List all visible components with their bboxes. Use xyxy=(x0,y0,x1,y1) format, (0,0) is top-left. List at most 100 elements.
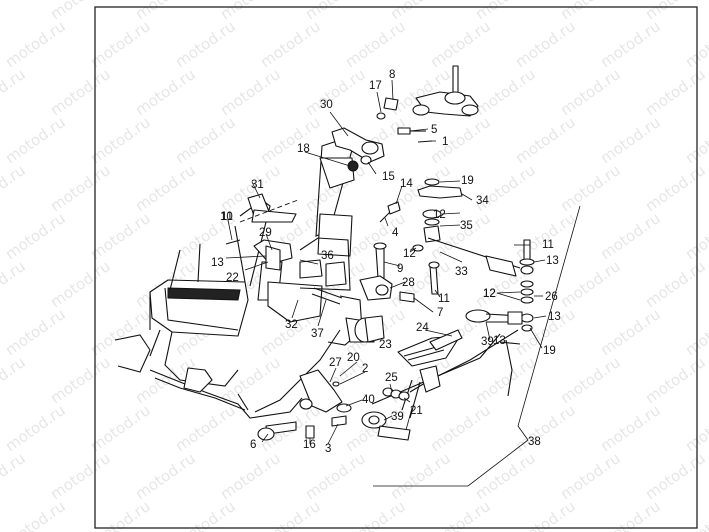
callout-3: 3 xyxy=(325,443,331,455)
watermark-text: motod.ru xyxy=(0,449,29,503)
callout-8: 8 xyxy=(389,69,395,81)
callout-25: 25 xyxy=(385,372,398,384)
watermark-text: motod.ru xyxy=(557,65,624,119)
watermark-text: motod.ru xyxy=(597,17,664,71)
callout-7: 7 xyxy=(437,307,443,319)
callout-22: 22 xyxy=(226,272,239,284)
left-brackets xyxy=(225,193,347,305)
callout-37: 37 xyxy=(311,328,324,340)
watermark-text: motod.ru xyxy=(682,305,709,359)
watermark-text: motod.ru xyxy=(302,65,369,119)
callout-11: 11 xyxy=(221,211,233,223)
watermark-text: motod.ru xyxy=(2,401,69,455)
watermark-text: motod.ru xyxy=(512,401,579,455)
callout-28: 28 xyxy=(402,277,415,289)
callout-12: 12 xyxy=(403,248,416,260)
callout-11: 11 xyxy=(438,293,450,305)
callout-39: 39 xyxy=(481,336,494,348)
callout-13: 13 xyxy=(493,335,506,347)
watermark-text: motod.ru xyxy=(472,161,539,215)
callout-18: 18 xyxy=(297,143,310,155)
callout-19: 19 xyxy=(461,175,474,187)
linkage-assembly xyxy=(331,65,535,405)
callout-40: 40 xyxy=(362,394,375,406)
watermark-text: motod.ru xyxy=(512,113,579,167)
watermark-text: motod.ru xyxy=(47,257,114,311)
watermark-text: motod.ru xyxy=(512,17,579,71)
callout-6: 6 xyxy=(250,439,256,451)
watermark-text: motod.ru xyxy=(87,113,154,167)
watermark-text: motod.ru xyxy=(682,401,709,455)
watermark-text: motod.ru xyxy=(257,17,324,71)
callout-33: 33 xyxy=(455,266,468,278)
watermark-text: motod.ru xyxy=(642,161,709,215)
callout-13: 13 xyxy=(211,257,224,269)
watermark-text: motod.ru xyxy=(87,497,154,532)
callout-14: 14 xyxy=(400,178,413,190)
watermark-text: motod.ru xyxy=(132,449,199,503)
watermark-text: motod.ru xyxy=(87,305,154,359)
callout-23: 23 xyxy=(379,339,392,351)
watermark-text: motod.ru xyxy=(427,17,494,71)
watermark-text: motod.ru xyxy=(172,497,239,532)
watermark-text: motod.ru xyxy=(557,257,624,311)
callout-27: 27 xyxy=(329,357,342,369)
callout-24: 24 xyxy=(416,322,429,334)
watermark-text: motod.ru xyxy=(0,353,29,407)
watermark-text: motod.ru xyxy=(257,113,324,167)
watermark-text: motod.ru xyxy=(2,113,69,167)
watermark-text: motod.ru xyxy=(557,161,624,215)
watermark-text: motod.ru xyxy=(342,17,409,71)
watermark-text: motod.ru xyxy=(642,449,709,503)
watermark-text: motod.ru xyxy=(597,401,664,455)
callout-4: 4 xyxy=(392,227,399,239)
watermark-text: motod.ru xyxy=(172,401,239,455)
watermark-text: motod.ru xyxy=(682,113,709,167)
callout-19: 19 xyxy=(543,345,556,357)
watermark-text: motod.ru xyxy=(387,449,454,503)
callout-36: 36 xyxy=(321,250,334,262)
watermark-text: motod.ru xyxy=(472,353,539,407)
watermark-text: motod.ru xyxy=(682,497,709,532)
callout-12: 12 xyxy=(433,209,446,221)
watermark-text: motod.ru xyxy=(257,497,324,532)
callout-34: 34 xyxy=(476,195,489,207)
callout-2: 2 xyxy=(362,363,368,375)
callout-1: 1 xyxy=(442,136,448,148)
watermark-text: motod.ru xyxy=(2,17,69,71)
watermark-text: motod.ru xyxy=(512,497,579,532)
watermark-text: motod.ru xyxy=(302,449,369,503)
watermark-text: motod.ru xyxy=(47,353,114,407)
callout-15: 15 xyxy=(382,171,395,183)
watermark-text: motod.ru xyxy=(0,161,29,215)
diagram-border xyxy=(94,6,698,529)
watermark-text: motod.ru xyxy=(642,257,709,311)
callout-10: 10 xyxy=(220,211,233,223)
callout-20: 20 xyxy=(347,352,360,364)
watermark-text: motod.ru xyxy=(342,497,409,532)
watermark-text: motod.ru xyxy=(597,497,664,532)
watermark-text: motod.ru xyxy=(2,305,69,359)
watermark-text: motod.ru xyxy=(597,209,664,263)
watermark-text: motod.ru xyxy=(217,449,284,503)
leader-lines xyxy=(225,79,581,487)
watermark-text: motod.ru xyxy=(557,449,624,503)
watermark-text: motod.ru xyxy=(682,17,709,71)
callout-12: 12 xyxy=(483,288,496,300)
callout-39: 39 xyxy=(391,411,404,423)
watermark-text: motod.ru xyxy=(642,65,709,119)
callout-31: 31 xyxy=(251,179,264,191)
callout-21: 21 xyxy=(410,405,423,417)
callout-12: 12 xyxy=(483,288,496,300)
callout-13: 13 xyxy=(548,311,561,323)
watermark-text: motod.ru xyxy=(472,65,539,119)
watermark-text: motod.ru xyxy=(0,0,29,23)
watermark-text: motod.ru xyxy=(217,65,284,119)
watermark-text: motod.ru xyxy=(47,449,114,503)
watermark-text: motod.ru xyxy=(427,401,494,455)
watermark-text: motod.ru xyxy=(47,65,114,119)
callout-11: 11 xyxy=(542,239,554,251)
watermark-text: motod.ru xyxy=(172,17,239,71)
